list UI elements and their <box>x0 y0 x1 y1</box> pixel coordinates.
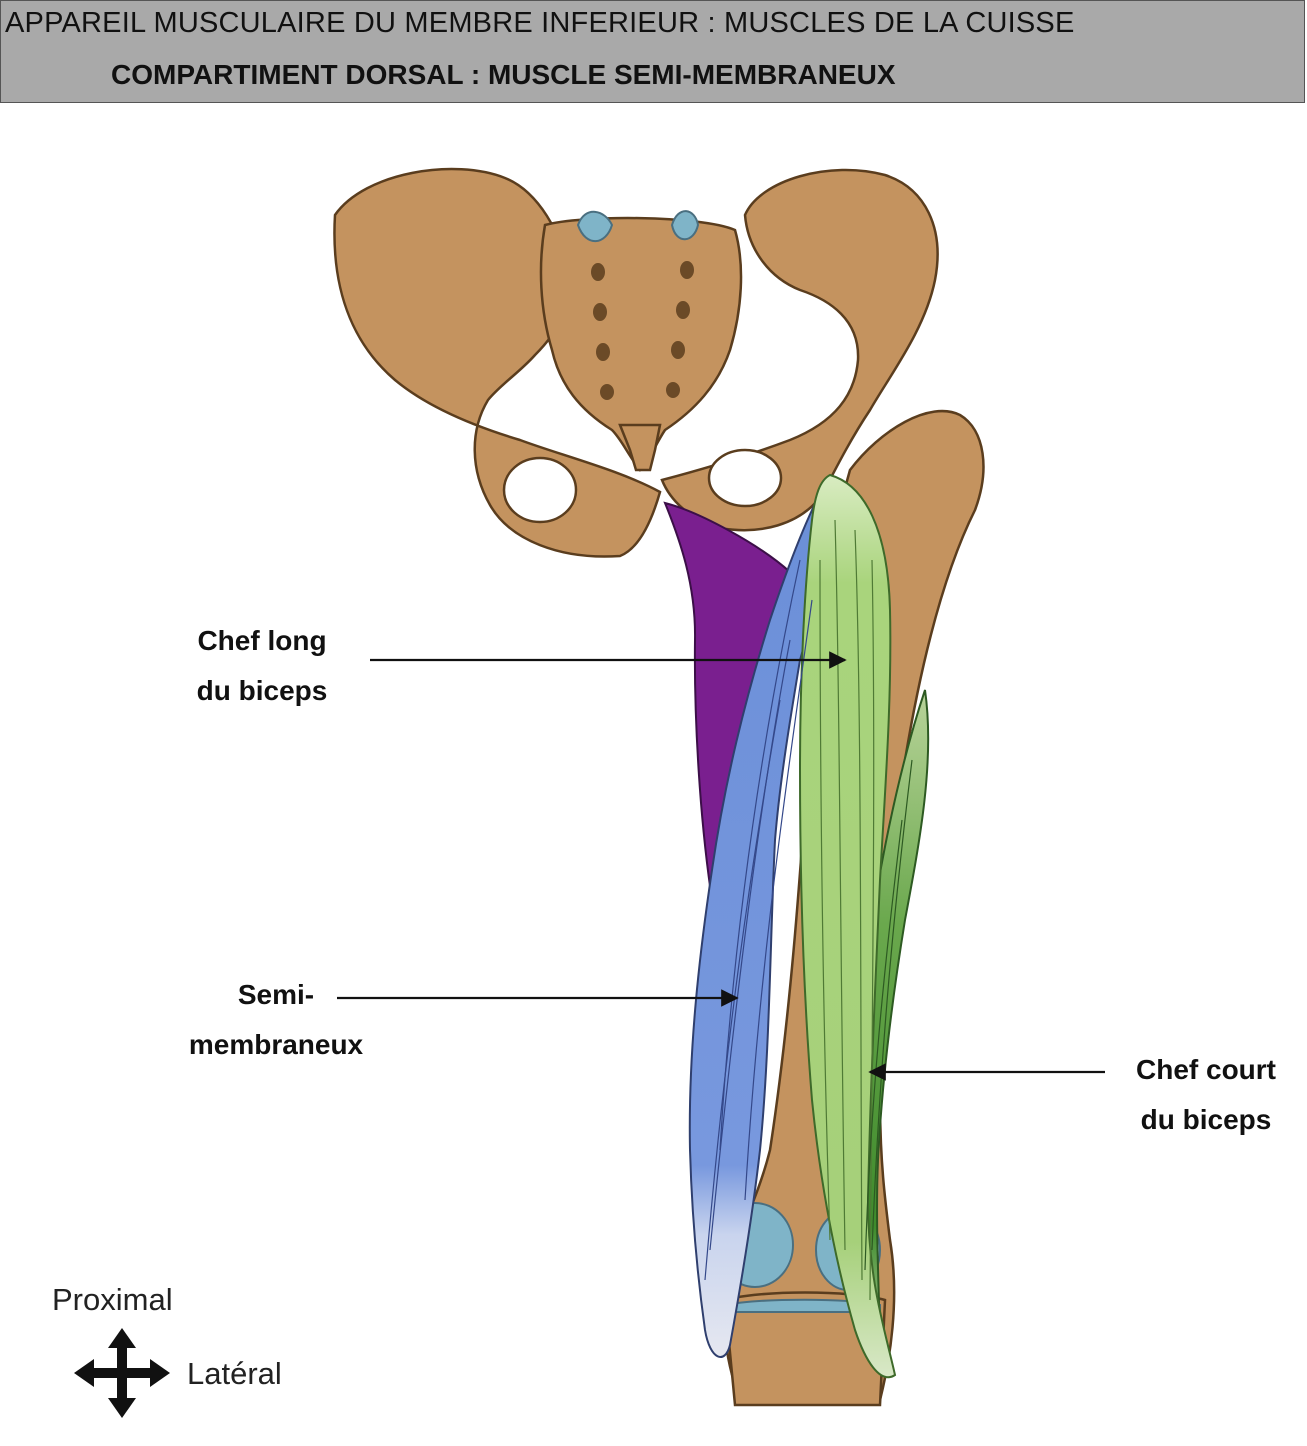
sacral-foramina <box>591 261 694 400</box>
label-chef-court-line2: du biceps <box>1140 1104 1272 1135</box>
label-chef-court-line1: Chef court <box>1136 1054 1276 1085</box>
title-banner: APPAREIL MUSCULAIRE DU MEMBRE INFERIEUR … <box>0 0 1305 103</box>
label-semi-membraneux-line2: membraneux <box>188 1029 364 1060</box>
label-chef-long-line1: Chef long <box>197 625 327 656</box>
obturator-foramina <box>502 448 783 524</box>
ilium-right <box>660 168 939 532</box>
chef-long-muscle <box>798 473 897 1379</box>
title-line-2: COMPARTIMENT DORSAL : MUSCLE SEMI-MEMBRA… <box>111 59 896 90</box>
label-chef-long-line2: du biceps <box>196 675 328 706</box>
watermark-text: Campus Grenoble <box>0 13 343 629</box>
label-semi-membraneux-line1: Semi- <box>237 979 315 1010</box>
label-semi-membraneux: Semi- membraneux <box>156 970 396 1070</box>
ilium-left <box>333 167 662 558</box>
coccyx <box>618 423 662 472</box>
title-line-1: APPAREIL MUSCULAIRE DU MEMBRE INFERIEUR … <box>5 7 1075 39</box>
label-chef-court: Chef court du biceps <box>1110 1045 1302 1145</box>
watermark: Campus Grenoble <box>0 13 344 630</box>
muscle-fibres <box>704 519 913 1301</box>
orientation-lateral: Latéral <box>187 1356 282 1391</box>
label-chef-long: Chef long du biceps <box>172 616 352 716</box>
orientation-proximal: Proximal <box>52 1282 173 1317</box>
orientation-cross-icon <box>74 1328 170 1418</box>
semi-membraneux-muscle <box>688 481 828 1358</box>
tibia <box>723 1291 887 1407</box>
sacrum <box>539 216 743 472</box>
